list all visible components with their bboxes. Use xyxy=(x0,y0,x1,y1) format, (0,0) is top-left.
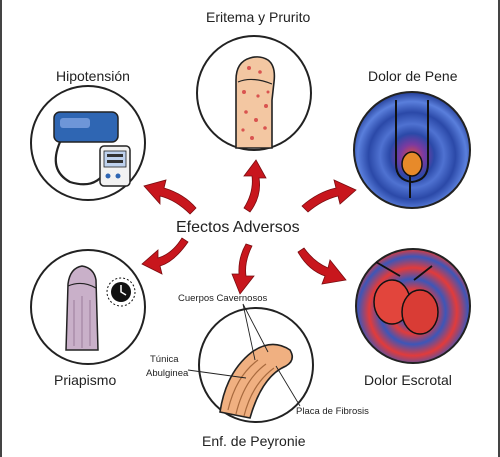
right-border xyxy=(498,0,500,457)
arrow-down-icon xyxy=(231,243,255,295)
annotation-abulginea: Abulginea xyxy=(146,368,189,379)
label-priapismo: Priapismo xyxy=(54,372,117,388)
annotation-tunica: Túnica xyxy=(150,354,179,365)
skin-rash-icon xyxy=(196,35,312,151)
arrow-up-right-icon xyxy=(301,179,357,213)
annotation-placa-fibrosis: Placa de Fibrosis xyxy=(296,406,369,417)
arrow-down-right-icon xyxy=(297,247,347,285)
peyronie-icon xyxy=(187,303,314,423)
arrow-up-left-icon xyxy=(143,179,197,215)
label-dolor-pene: Dolor de Pene xyxy=(368,68,458,84)
blood-pressure-monitor-icon xyxy=(30,85,146,201)
label-hipotension: Hipotensión xyxy=(56,68,130,84)
arrow-up-icon xyxy=(243,159,267,213)
label-peyronie: Enf. de Peyronie xyxy=(202,433,306,449)
arrow-down-left-icon xyxy=(141,237,189,275)
annotation-cuerpos-cavernosos: Cuerpos Cavernosos xyxy=(178,293,268,304)
center-label: Efectos Adversos xyxy=(176,219,300,236)
label-eritema: Eritema y Prurito xyxy=(206,9,311,25)
arrows xyxy=(141,159,357,295)
penile-pain-icon xyxy=(353,91,471,209)
left-border xyxy=(0,0,2,457)
label-dolor-escrotal: Dolor Escrotal xyxy=(364,372,452,388)
scrotal-pain-icon xyxy=(355,248,471,364)
priapism-icon xyxy=(30,249,146,365)
